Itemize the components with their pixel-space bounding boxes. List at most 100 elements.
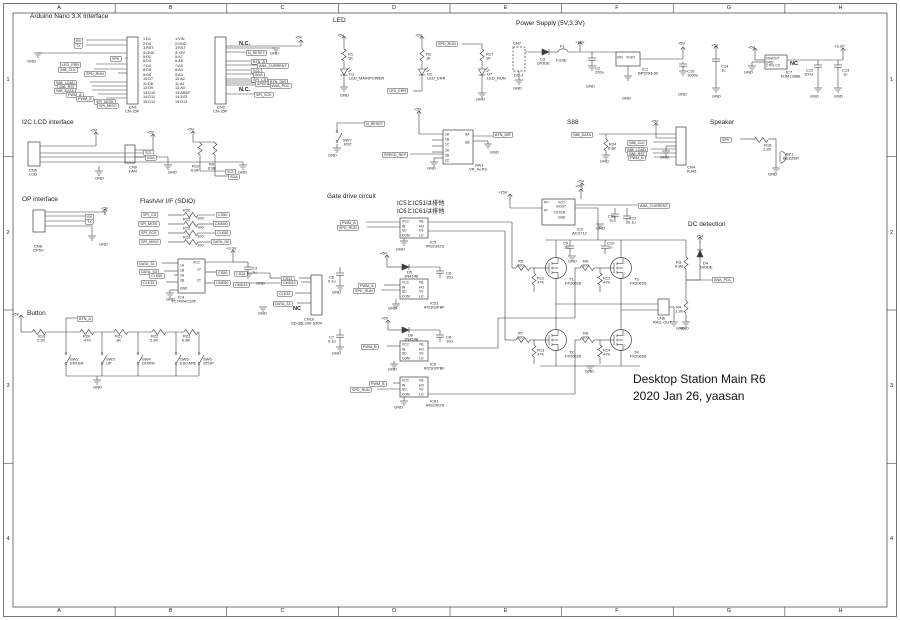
dc-label-3: DIODE xyxy=(700,265,713,270)
gate-label-38: GND xyxy=(394,405,403,410)
power-label-24: GND xyxy=(712,94,721,99)
flashair-label-14: CMD50 xyxy=(213,221,230,227)
button-label-10: 2.2K xyxy=(150,338,159,343)
frame-row-left-1: 1 xyxy=(6,76,10,83)
button-label-20: ESCAPE xyxy=(180,361,197,366)
frame-col-top-B: B xyxy=(168,5,173,12)
gate-label-5: SPD_RUN xyxy=(337,225,359,231)
cn1-pin-6: 7:D4 xyxy=(143,63,152,68)
led-label-2: R1 xyxy=(348,52,354,57)
gate-label-75: R7 xyxy=(518,331,524,336)
gate-label-70: 100 xyxy=(582,263,589,268)
arduino-label-17: CN2 xyxy=(217,105,226,110)
led-label-0: LED xyxy=(333,17,346,24)
gate-label-81: R14 xyxy=(603,348,611,353)
flashair-label-32: CS50 xyxy=(216,270,230,276)
op-label-2: TX xyxy=(85,219,94,225)
flashair-label-29: IC4 xyxy=(178,295,185,300)
flashair-label-44: NC xyxy=(293,306,302,312)
gate-ic3-pinL-0: VCC xyxy=(402,379,409,383)
led-label-17: LED_RUN xyxy=(487,76,506,81)
power-label-38: GND xyxy=(810,94,819,99)
i2c-label-14: 6.8K xyxy=(191,168,200,173)
cn1-pin-0: 1:D1 xyxy=(143,36,152,42)
gate-label-23: D6 xyxy=(408,333,414,338)
frame-col-bottom-H: H xyxy=(838,608,843,615)
i2c-label-7: GND xyxy=(238,170,247,175)
power-label-9: 220u xyxy=(595,70,604,75)
power-label-7: +15V xyxy=(575,40,585,45)
control-label-0: N_RESET xyxy=(364,121,386,127)
op-label-3: +5V xyxy=(101,206,109,211)
power-label-36: 1u xyxy=(843,72,848,77)
gate-label-42: VIOUT xyxy=(556,205,567,209)
cn1-pin-11: 12:D9 xyxy=(143,85,154,91)
frame-col-top-A: A xyxy=(57,5,61,12)
gate-ic0-pinL-3: COM xyxy=(402,233,410,238)
power-label-2: DC-J xyxy=(514,73,524,78)
control-label-8: 1B xyxy=(445,138,450,142)
gate-label-25: C8 xyxy=(446,335,452,340)
button-label-0: Button xyxy=(27,310,46,317)
button-label-8: 1K xyxy=(116,338,121,343)
flashair-label-37: 1u xyxy=(252,270,257,275)
op-label-4: CN8 xyxy=(34,244,43,249)
gate-label-58: GND xyxy=(568,259,577,264)
led-label-12: LED_ERR xyxy=(387,88,409,94)
gate-label-33: GND xyxy=(388,367,397,372)
control-label-1: SW7 xyxy=(343,138,352,143)
gate-label-16: GND xyxy=(332,290,341,295)
frame-col-top-E: E xyxy=(503,5,508,12)
button-label-12: 6.8K xyxy=(182,338,191,343)
flashair-label-39: GND xyxy=(166,297,175,302)
flashair-label-11: R16 xyxy=(183,235,191,240)
control-label-6: BTN_DIR xyxy=(493,132,513,138)
power-label-18: GND xyxy=(586,84,595,89)
power-label-28: CTRL CS xyxy=(766,64,780,68)
gate-label-49: C11 xyxy=(608,214,616,219)
arduino-label-14: GND xyxy=(27,59,36,64)
flashair-label-35: CMD33 xyxy=(233,282,250,288)
gate-label-84: CN6 xyxy=(657,316,666,321)
flashair-label-10: 100 xyxy=(197,234,204,239)
flashair-label-20: CLK33 xyxy=(141,280,157,286)
gate-label-12: C6 xyxy=(446,271,452,276)
flashair-label-8: 100 xyxy=(197,225,204,230)
led-label-8: R2 xyxy=(426,52,432,57)
led-label-3: 1K xyxy=(348,56,353,61)
gate-label-57: 1u xyxy=(608,245,613,250)
flashair-label-31: +3.3V xyxy=(226,246,237,251)
frame-row-left-2: 2 xyxy=(6,229,10,236)
power-label-11: VOUT xyxy=(626,56,636,60)
power-label-13: BP5293-50 xyxy=(638,71,659,76)
dc-label-2: D4 xyxy=(703,261,709,266)
flashair-label-18: DATA_S0 xyxy=(139,269,159,275)
gate-label-43: FILTER xyxy=(554,211,566,215)
gate-label-62: FK20626 xyxy=(630,281,647,286)
frame-col-bottom-C: C xyxy=(280,608,285,615)
speaker-label-4: BZ1 xyxy=(786,152,794,157)
gate-label-55: 1u xyxy=(564,245,569,250)
op-label-5: OP5V xyxy=(33,248,44,253)
button-label-7: R21 xyxy=(115,334,123,339)
gate-label-72: 47K xyxy=(537,280,545,285)
flashair-label-16: DATA_S0 xyxy=(211,239,231,245)
gate-label-59: T1 xyxy=(569,277,574,282)
dc-label-9: GND xyxy=(680,326,689,331)
gate-label-20: IR2302PBF xyxy=(424,305,445,310)
speaker-label-3: 1.2K xyxy=(763,147,772,152)
led-label-4: D1 xyxy=(349,72,355,77)
gate-ic2-pinL-3: COM xyxy=(402,356,410,361)
flashair-label-19: CLK50 xyxy=(149,273,165,279)
power-label-30: IC7 xyxy=(786,70,793,75)
control-label-7: 1A xyxy=(445,133,450,137)
i2c-label-13: R10 xyxy=(192,164,200,169)
frame-col-bottom-A: A xyxy=(57,608,61,615)
led-label-16: D7 xyxy=(487,72,493,77)
gate-label-48: ANA_CURRENT xyxy=(638,203,670,209)
arduino-label-9: S88_DATA xyxy=(54,88,76,94)
gate-label-68: 100 xyxy=(517,263,524,268)
gate-ic2-pinL-2: SD xyxy=(402,352,407,356)
gate-ic2-pinR-1: HO xyxy=(419,347,424,352)
